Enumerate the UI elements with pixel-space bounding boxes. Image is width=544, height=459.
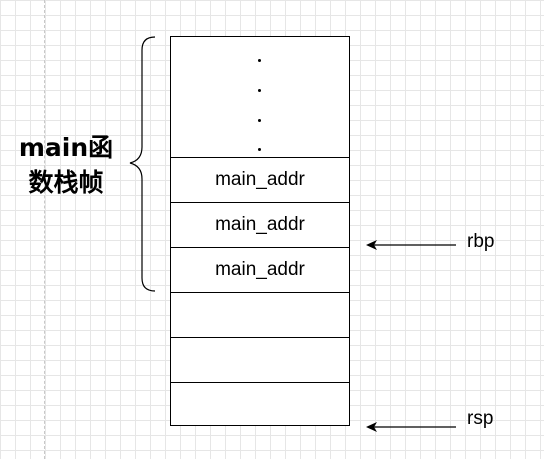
rsp-label: rsp bbox=[467, 408, 494, 429]
rbp-label: rbp bbox=[467, 231, 495, 252]
dashed-guide-line bbox=[44, 0, 45, 459]
stack-cell: main_addr bbox=[171, 202, 349, 247]
stack-cell bbox=[171, 292, 349, 337]
stack-cell: main_addr bbox=[171, 247, 349, 292]
ellipsis-dot bbox=[258, 59, 261, 62]
frame-label: main函 数栈帧 bbox=[10, 130, 122, 200]
stack-cell bbox=[171, 382, 349, 425]
curly-brace bbox=[129, 36, 156, 292]
ellipsis-dot bbox=[258, 119, 261, 122]
rsp-arrow bbox=[366, 422, 456, 432]
stack-cell: main_addr bbox=[171, 157, 349, 202]
ellipsis-dot bbox=[258, 148, 261, 151]
stack-cell bbox=[171, 337, 349, 382]
frame-label-line-2: 数栈帧 bbox=[28, 168, 104, 197]
ellipsis-dot bbox=[258, 89, 261, 92]
stack-frame: main_addr main_addr main_addr bbox=[170, 36, 350, 426]
ellipsis-dots bbox=[171, 37, 349, 157]
frame-label-line-1: main函 bbox=[18, 133, 114, 162]
rbp-arrow bbox=[366, 240, 456, 250]
